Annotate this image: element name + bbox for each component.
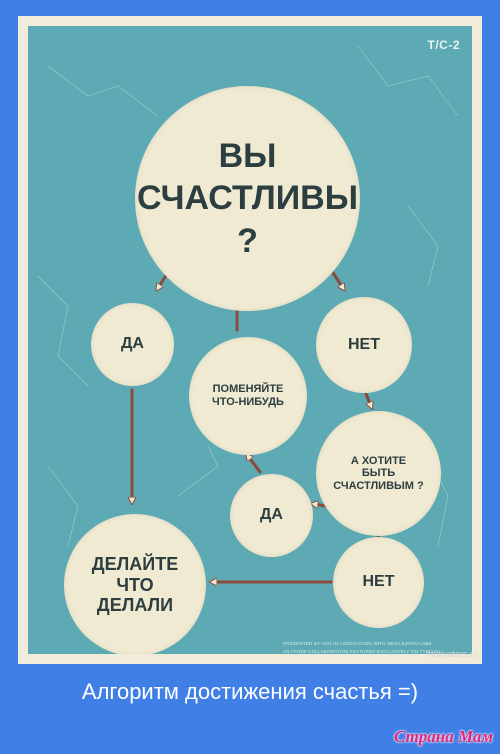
node-label: ДЕЛАЙТЕ ЧТО ДЕЛАЛИ: [91, 553, 179, 616]
node-no-want: НЕТ: [333, 537, 424, 628]
node-yes-want: ДА: [230, 474, 313, 557]
node-label: ДА: [260, 506, 283, 524]
site-logo: Страна Мам: [394, 727, 494, 746]
arrow-yes-to-change: [248, 456, 262, 474]
node-label: ВЫ СЧАСТЛИВЫ ?: [136, 136, 359, 260]
poster-code: T/C-2: [427, 38, 460, 52]
node-change-something: ПОМЕНЯЙТЕ ЧТО-НИБУДЬ: [189, 337, 307, 455]
node-yes-happy: ДА: [91, 303, 174, 386]
flowchart-poster: T/C-2 ВЫ СЧАСТЛИВЫ ? ДА НЕТ ПОМЕНЯЙТЕ ЧТ…: [28, 26, 472, 654]
node-are-you-happy: ВЫ СЧАСТЛИВЫ ?: [135, 86, 360, 311]
poster-credits: PRESENTED BY HI34 IN ASSOCIATION WITH ME…: [283, 641, 439, 654]
node-label: А ХОТИТЕ БЫТЬ СЧАСТЛИВЫМ ?: [333, 454, 424, 492]
arrow-no-to-want: [364, 392, 371, 406]
node-want-to-be-happy: А ХОТИТЕ БЫТЬ СЧАСТЛИВЫМ ?: [316, 411, 441, 536]
node-label: НЕТ: [348, 335, 380, 353]
node-label: ПОМЕНЯЙТЕ ЧТО-НИБУДЬ: [212, 383, 284, 408]
node-no-happy: НЕТ: [316, 297, 412, 393]
node-label: НЕТ: [362, 573, 395, 591]
node-keep-doing: ДЕЛАЙТЕ ЧТО ДЕЛАЛИ: [64, 514, 206, 654]
site-watermark: motivators.ru: [426, 649, 479, 659]
poster-frame: T/C-2 ВЫ СЧАСТЛИВЫ ? ДА НЕТ ПОМЕНЯЙТЕ ЧТ…: [18, 16, 482, 664]
caption: Алгоритм достижения счастья =): [81, 679, 419, 704]
node-label: ДА: [121, 335, 144, 353]
